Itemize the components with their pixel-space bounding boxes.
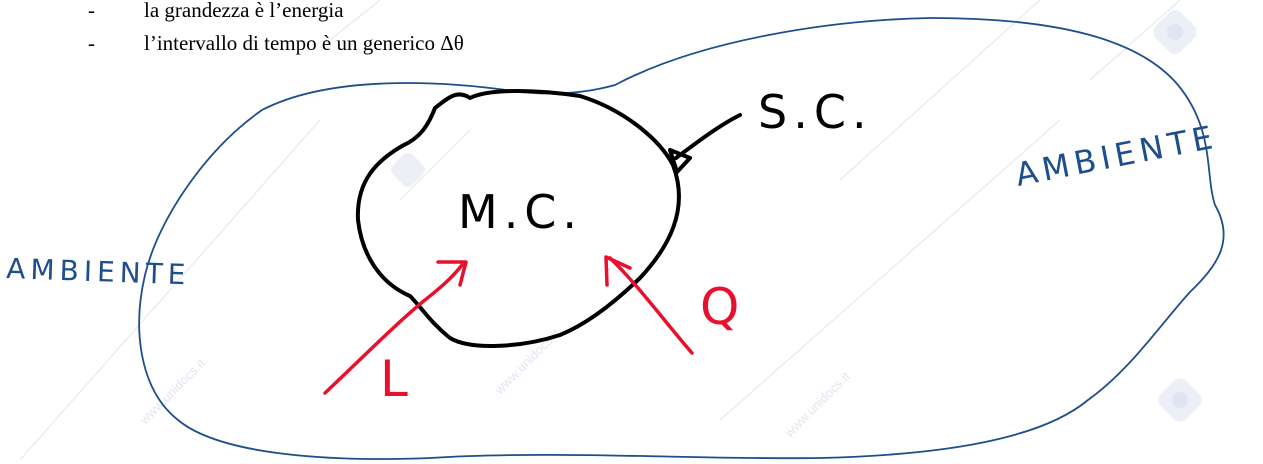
system-label: M.C.	[458, 185, 583, 239]
work-arrow	[323, 260, 468, 395]
boundary-label: S.C.	[758, 85, 873, 139]
environment-boundary	[138, 17, 1225, 460]
bullet-marker: -	[88, 31, 95, 55]
boundary-pointer-arrow	[668, 113, 742, 174]
environment-label-right: AMBIENTE	[1012, 117, 1220, 193]
watermark-lines	[19, 0, 1181, 461]
watermark-text: www.unidocs.it	[136, 355, 208, 427]
watermark-logo	[391, 153, 425, 187]
watermark-logo	[1158, 378, 1202, 422]
heat-arrow	[604, 255, 694, 355]
work-label: L	[380, 350, 408, 408]
heat-label: Q	[700, 278, 739, 336]
bullet-list: - la grandezza è l’energia - l’intervall…	[88, 0, 464, 60]
bullet-item: - la grandezza è l’energia	[88, 0, 464, 27]
environment-label-left: AMBIENTE	[6, 252, 191, 291]
system-boundary	[355, 89, 681, 348]
bullet-item: - l’intervallo di tempo è un generico Δθ	[88, 27, 464, 60]
bullet-text: l’intervallo di tempo è un generico Δθ	[144, 31, 464, 55]
watermark-logo	[1153, 10, 1197, 54]
bullet-text: la grandezza è l’energia	[144, 0, 344, 22]
watermark-text: www.unidocs.it	[781, 368, 853, 440]
bullet-marker: -	[88, 0, 95, 22]
